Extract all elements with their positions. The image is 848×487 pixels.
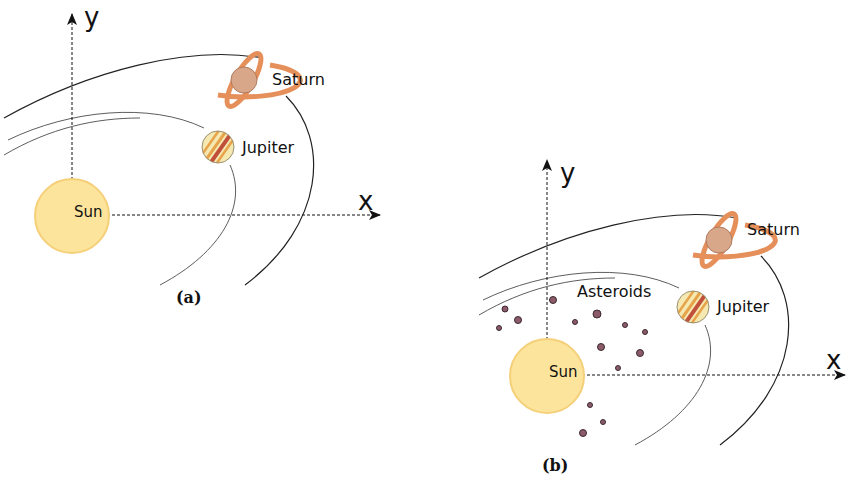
sun-label: Sun	[549, 365, 578, 380]
panel-caption: (b)	[542, 458, 568, 474]
axis-label: x	[358, 188, 373, 214]
planet-label: Saturn	[747, 222, 800, 238]
region-label: Asteroids	[577, 284, 651, 300]
axis-label: x	[826, 347, 841, 373]
planet-label: Jupiter	[242, 140, 294, 156]
axis-label: y	[560, 160, 575, 186]
axis-label: y	[84, 4, 99, 30]
sun-circle: Sun	[34, 178, 110, 254]
planet-label: Saturn	[272, 72, 325, 88]
planet-label: Jupiter	[717, 299, 769, 315]
panel-caption: (a)	[176, 290, 202, 306]
sun-circle: Sun	[509, 338, 585, 414]
sun-label: Sun	[74, 205, 103, 220]
